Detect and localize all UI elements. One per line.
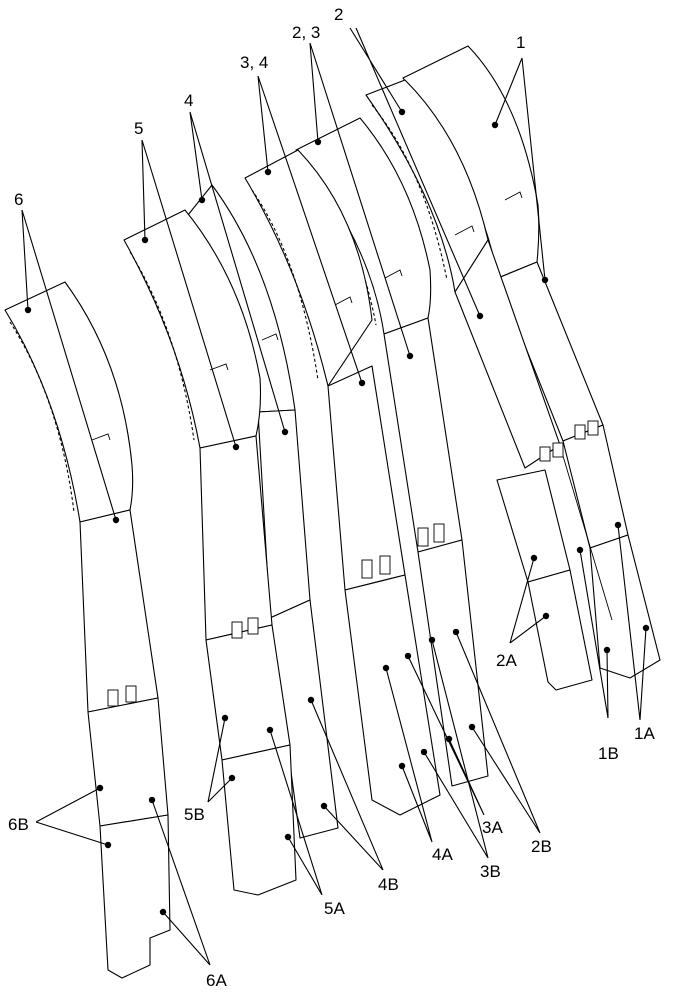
chute-1-bend <box>559 445 613 621</box>
chute-2-handle <box>454 225 475 236</box>
label-2B: 2B <box>531 837 552 856</box>
label-5A: 5A <box>324 899 345 918</box>
label-1B: 1B <box>598 744 619 763</box>
leader-1B <box>579 549 609 719</box>
leader-3-4 <box>257 75 363 384</box>
callout-labels: 1 2 2, 3 3, 4 4 5 6 1A 1B 2A 2B 3A 3B 4A… <box>8 5 655 990</box>
chute-2-lower-body-a <box>496 469 571 583</box>
leader-3A <box>407 655 485 816</box>
label-4: 4 <box>184 91 193 110</box>
chute-3-4-lower-body <box>344 574 441 816</box>
callout-dots <box>24 108 650 916</box>
chute-4-handle <box>261 333 279 341</box>
chute-3-4-latch <box>361 555 391 579</box>
leader-5B <box>207 717 233 803</box>
label-6B: 6B <box>8 815 29 834</box>
chute-6-lower-body-a <box>87 697 169 827</box>
chute-1-handle <box>504 191 523 201</box>
leader-2-3 <box>309 42 411 357</box>
chute-2-3-latch <box>417 523 445 547</box>
chute-6-handle <box>91 433 111 441</box>
chute-assembly-6 <box>4 281 171 979</box>
chute-assembly-5 <box>123 209 297 896</box>
chute-3-4-upper-body <box>327 365 406 591</box>
chute-assembly-4 <box>187 184 339 839</box>
chute-assembly-1 <box>402 45 661 679</box>
chute-5-handle <box>209 363 229 371</box>
chute-6-lower-body-b <box>99 814 171 979</box>
leader-lines <box>21 27 647 966</box>
chute-6-upper-body <box>79 509 159 713</box>
leader-5A <box>269 729 323 896</box>
label-5B: 5B <box>184 805 205 824</box>
label-2-3: 2, 3 <box>292 23 320 42</box>
chute-5-latch <box>231 617 259 639</box>
chute-2-lower-body-b <box>527 569 593 691</box>
leader-4 <box>189 111 286 433</box>
chute-5-hood-seam <box>129 251 195 441</box>
chute-6-hood-seam <box>9 321 75 513</box>
leader-2 <box>349 27 481 317</box>
label-6A: 6A <box>206 971 227 990</box>
label-3A: 3A <box>482 818 503 837</box>
chute-2-latch <box>539 442 564 462</box>
label-4B: 4B <box>378 875 399 894</box>
label-3B: 3B <box>480 862 501 881</box>
label-1: 1 <box>516 33 525 52</box>
leader-2A <box>509 557 547 644</box>
leader-5 <box>141 139 237 448</box>
chute-5-hood <box>123 209 262 449</box>
chute-assembly-3-4 <box>244 149 441 816</box>
label-2A: 2A <box>496 651 517 670</box>
label-1A: 1A <box>634 724 655 743</box>
label-4A: 4A <box>432 845 453 864</box>
chute-5-lower-body-b <box>221 744 297 896</box>
leader-3B <box>423 639 489 859</box>
label-2: 2 <box>334 5 343 24</box>
chute-6-latch <box>107 685 137 707</box>
chute-assembly-2 <box>365 79 593 691</box>
leader-6A <box>151 799 211 966</box>
leader-4B <box>310 699 384 871</box>
label-5: 5 <box>134 119 143 138</box>
leader-1A <box>617 524 647 721</box>
chute-2-hood-seam <box>371 104 448 281</box>
leader-4A <box>385 667 433 843</box>
label-3-4: 3, 4 <box>240 53 268 72</box>
chute-1-lower-body-b <box>589 534 661 679</box>
chute-3-4-handle <box>334 296 353 306</box>
chute-1-latch <box>574 420 599 440</box>
leader-1 <box>494 57 546 281</box>
leader-6B <box>35 787 109 846</box>
label-6: 6 <box>14 190 23 209</box>
chute-2-3-handle <box>384 269 403 279</box>
leader-2B <box>455 631 541 834</box>
chute-6-hood <box>4 281 134 523</box>
leader-6 <box>21 209 117 521</box>
